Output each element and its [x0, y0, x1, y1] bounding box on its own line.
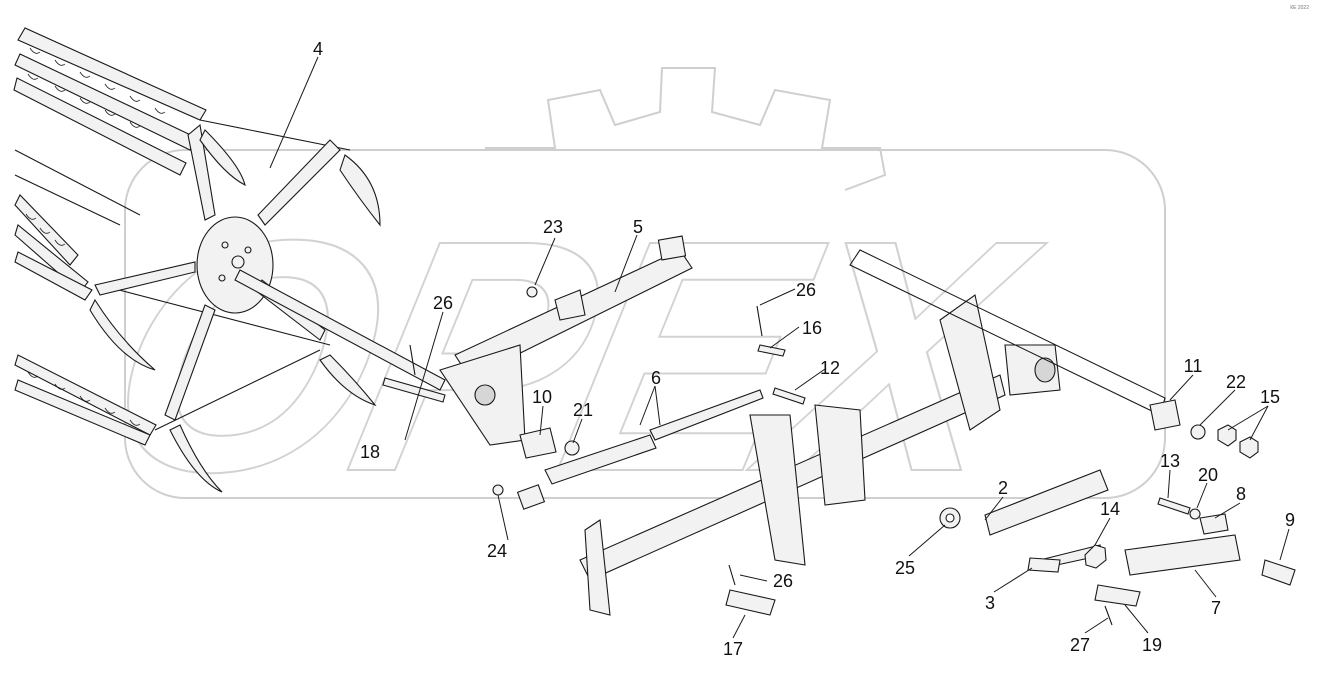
part-label-21: 21	[573, 400, 593, 420]
part-3-pin	[1027, 557, 1061, 573]
part-label-12: 12	[820, 358, 840, 378]
part-26-cotter-c	[728, 564, 736, 586]
part-21-washer	[564, 440, 580, 456]
reel-assembly	[13, 27, 446, 493]
reel-bar-mid	[14, 194, 93, 301]
part-26-cotter-b	[756, 305, 763, 337]
part-20-nut	[1189, 508, 1201, 520]
part-13-bolt	[1157, 497, 1191, 515]
part-27-cotter	[1104, 605, 1113, 626]
part-18-pin	[382, 377, 446, 403]
part-label-6: 6	[651, 368, 661, 388]
reel-tines	[25, 47, 166, 426]
part-label-10: 10	[532, 387, 552, 407]
reel-arm-2	[199, 129, 246, 187]
reel-arm-4	[169, 424, 223, 493]
part-label-26: 26	[773, 571, 793, 591]
part-6-cylinder	[516, 389, 764, 510]
part-label-22: 22	[1226, 372, 1246, 392]
reel-rods	[14, 119, 351, 431]
part-label-15: 15	[1260, 387, 1280, 407]
reel-arm-3	[89, 298, 156, 371]
part-label-2: 2	[998, 478, 1008, 498]
part-12-pin	[772, 387, 806, 405]
part-label-20: 20	[1198, 465, 1218, 485]
part-label-27: 27	[1070, 635, 1090, 655]
reel-bar-bottom	[14, 354, 157, 446]
part-label-4: 4	[313, 39, 323, 59]
part-16-pin	[757, 344, 786, 357]
part-7-cylinder	[1039, 534, 1241, 576]
part-15-nut-b	[1239, 436, 1259, 459]
reel-spoke-1	[187, 123, 216, 221]
part-label-26: 26	[796, 280, 816, 300]
part-label-16: 16	[802, 318, 822, 338]
part-label-17: 17	[723, 639, 743, 659]
reel-spoke-3	[94, 261, 196, 296]
part-label-13: 13	[1160, 451, 1180, 471]
part-label-5: 5	[633, 217, 643, 237]
part-9-pin	[1261, 559, 1296, 586]
part-15-nut-a	[1217, 424, 1237, 447]
reel-arm-5	[319, 354, 377, 407]
part-label-11: 11	[1184, 356, 1203, 376]
part-19-pin	[1094, 584, 1141, 607]
part-labels: 4 5 23 26 16 26 6 12 10 21 18 11 22 15 2…	[313, 39, 1295, 659]
watermark-gear	[485, 67, 887, 191]
small-parts	[382, 286, 1296, 626]
part-label-7: 7	[1211, 598, 1221, 618]
part-label-14: 14	[1100, 499, 1120, 519]
reel-spoke-4	[164, 304, 216, 421]
leader-lines	[269, 56, 1290, 639]
part-22-washer	[1190, 424, 1206, 440]
part-26-cotter-a	[409, 344, 416, 376]
part-label-8: 8	[1236, 484, 1246, 504]
part-23-washer	[526, 286, 538, 298]
part-label-25: 25	[895, 558, 915, 578]
part-label-3: 3	[985, 593, 995, 613]
part-label-18: 18	[360, 442, 380, 462]
part-2-frame	[579, 249, 1166, 616]
part-24-washer	[492, 484, 504, 496]
corner-mark: КЕ 2022	[1290, 5, 1309, 11]
part-label-26: 26	[433, 293, 453, 313]
part-label-9: 9	[1285, 510, 1295, 530]
reel-shaft	[234, 269, 446, 391]
part-11-bushing	[1149, 399, 1181, 431]
watermark-badge-outline	[124, 149, 1166, 499]
reel-arm-1	[339, 154, 381, 227]
part-8-plate	[1199, 513, 1229, 535]
part-label-19: 19	[1142, 635, 1162, 655]
reel-spoke-2	[257, 139, 341, 226]
reel-bar-top	[13, 27, 207, 176]
part-17-pin	[725, 589, 776, 616]
part-label-23: 23	[543, 217, 563, 237]
part-label-24: 24	[487, 541, 507, 561]
part-5-tube	[439, 235, 693, 446]
